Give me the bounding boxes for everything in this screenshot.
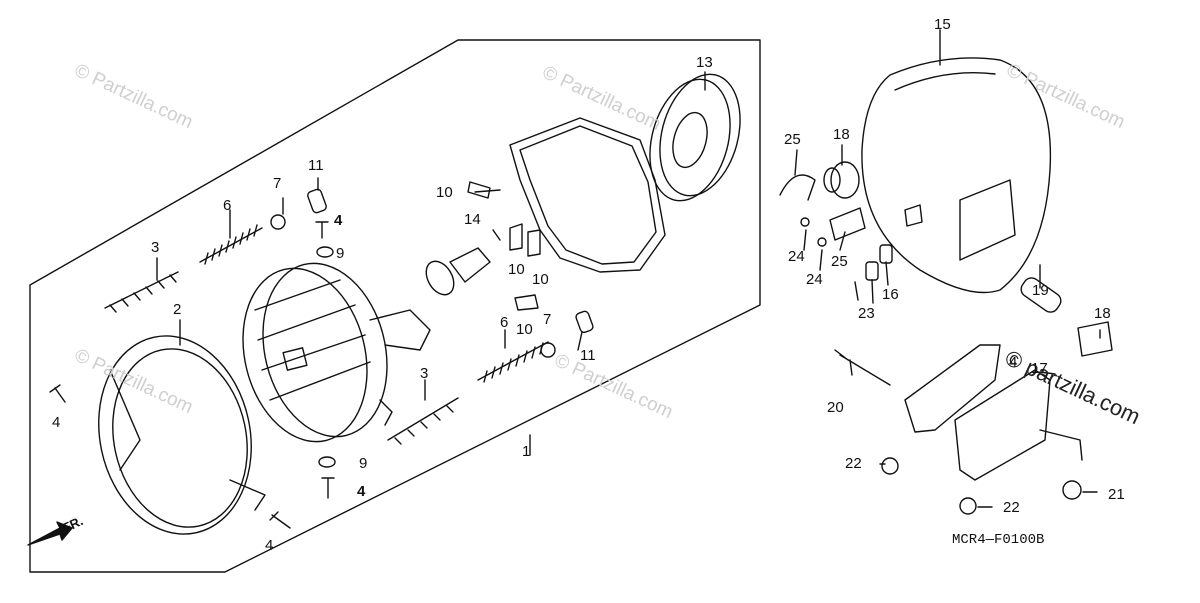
clip-10-c — [527, 229, 541, 257]
callout-label: 19 — [1032, 282, 1049, 299]
spacer-19 — [1020, 277, 1062, 313]
headlight-unit — [242, 262, 431, 443]
diagram-code: MCR4—F0100B — [952, 532, 1045, 548]
callout-label: 7 — [273, 175, 282, 192]
callout-label: 13 — [696, 54, 713, 71]
callout-label: 24 — [788, 248, 805, 265]
washer-9-lower — [318, 456, 336, 468]
callout-label: 10 — [508, 261, 525, 278]
screw-3-lower — [387, 397, 459, 441]
screw-24-a — [800, 217, 810, 227]
bolt-20 — [834, 349, 891, 386]
grommet-18-lower — [1077, 321, 1113, 357]
callout-label: 4 — [334, 212, 343, 229]
switch-16 — [879, 244, 893, 264]
mounting-frame — [509, 117, 666, 273]
switch-23 — [865, 261, 879, 281]
callout-label: 4 — [52, 414, 61, 431]
callout-label: 21 — [1108, 486, 1125, 503]
callout-label: 18 — [833, 126, 850, 143]
nut-7-upper — [270, 214, 286, 230]
callout-label: 15 — [934, 16, 951, 33]
callout-label: 23 — [858, 305, 875, 322]
callout-label: 11 — [580, 347, 596, 364]
washer-9-upper — [316, 246, 334, 258]
nut-11-lower — [575, 310, 594, 334]
screw-24-b — [817, 237, 827, 247]
callout-label: 6 — [223, 197, 232, 214]
callout-label: 9 — [336, 245, 345, 262]
callout-label: 4 — [1009, 354, 1018, 371]
screw-4-c — [49, 384, 66, 403]
front-arrow — [27, 521, 73, 546]
callout-label: 11 — [308, 157, 324, 174]
callout-label: 24 — [806, 271, 823, 288]
screw-4-a — [315, 221, 329, 239]
callout-label: 10 — [436, 184, 453, 201]
clip-10-b — [509, 223, 523, 251]
callout-label: 10 — [532, 271, 549, 288]
callout-label: 1 — [522, 443, 531, 460]
callout-label: 7 — [543, 311, 552, 328]
callout-label: 18 — [1094, 305, 1111, 322]
callout-label: 3 — [420, 365, 429, 382]
callout-label: 22 — [1003, 499, 1020, 516]
callout-label: 20 — [827, 399, 844, 416]
screw-4-b — [321, 477, 335, 499]
callout-label: 3 — [151, 239, 160, 256]
screw-4-d — [269, 511, 291, 529]
assembly-frame — [29, 39, 761, 573]
nut-11-upper — [307, 188, 327, 214]
spring-6-lower — [477, 341, 549, 381]
headlight-housing — [861, 57, 1052, 294]
callout-label: 25 — [784, 131, 801, 148]
callout-label: 6 — [500, 314, 509, 331]
clip-10-a — [467, 181, 491, 199]
bracket-25-upper — [779, 174, 816, 201]
callout-label: 4 — [357, 483, 366, 500]
callout-label: 25 — [831, 253, 848, 270]
socket-cover — [649, 73, 741, 202]
stay-bracket-17 — [904, 344, 1083, 481]
callout-label: 22 — [845, 455, 862, 472]
callout-label: 9 — [359, 455, 368, 472]
callout-label: 10 — [516, 321, 533, 338]
callout-label: 16 — [882, 286, 899, 303]
headlight-rim — [98, 335, 266, 535]
bulb — [425, 247, 491, 296]
nut-21 — [1062, 480, 1082, 500]
callout-label: 17 — [1031, 360, 1048, 377]
screw-3-upper — [104, 271, 179, 309]
clip-10-d — [514, 294, 539, 311]
nut-7-lower — [540, 342, 556, 358]
callout-label: 4 — [265, 537, 274, 554]
nut-22-b — [959, 497, 977, 515]
callout-label: 14 — [464, 211, 481, 228]
nut-22-a — [881, 457, 899, 475]
callout-label: 2 — [173, 301, 182, 318]
spring-6-upper — [199, 227, 263, 263]
grommet-18-upper — [823, 161, 860, 199]
bracket-25-lower — [829, 207, 866, 241]
